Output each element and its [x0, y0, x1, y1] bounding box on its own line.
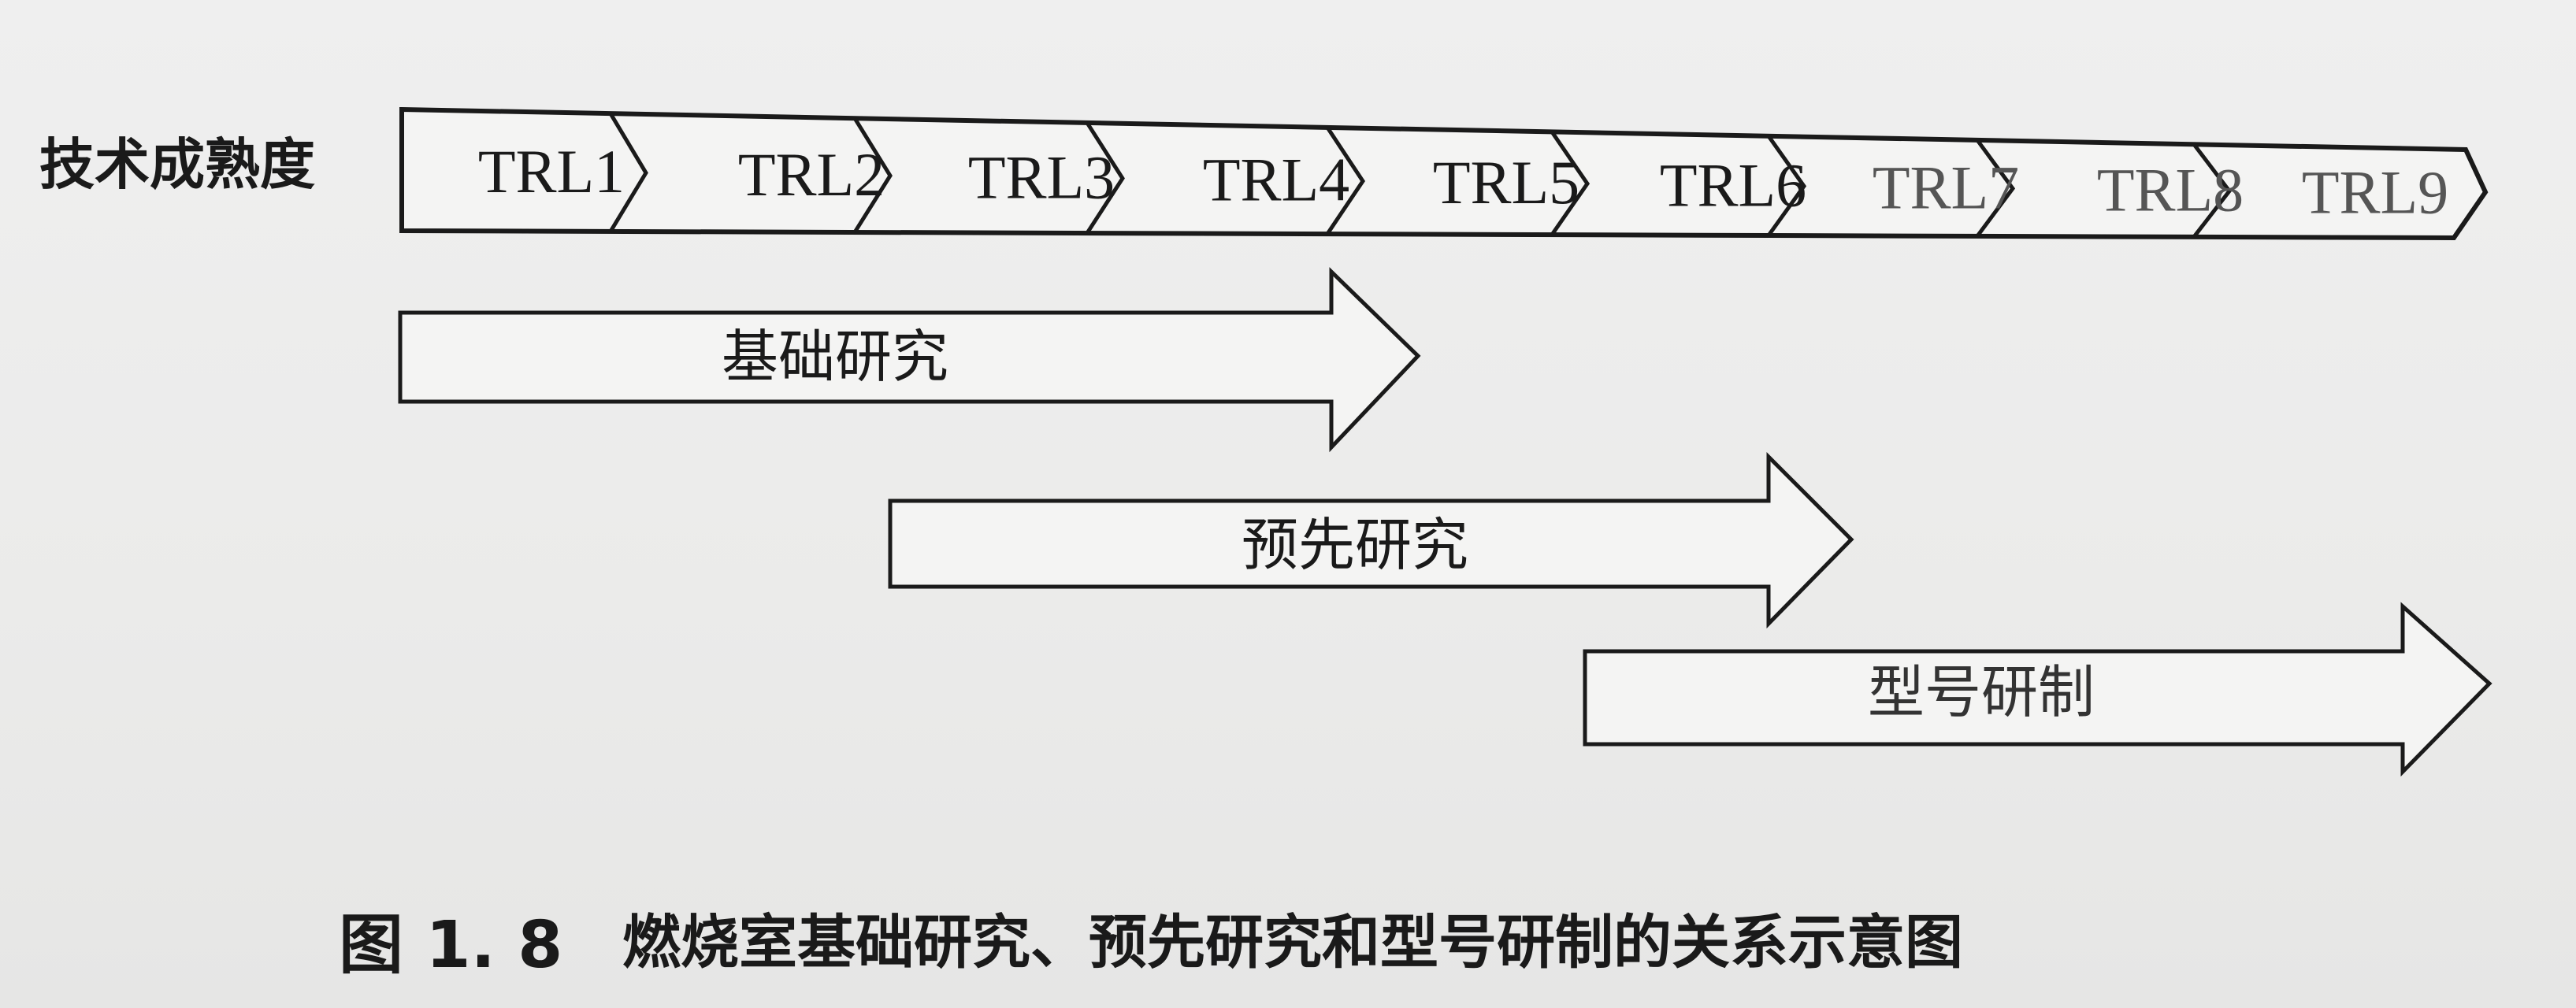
trl-level-label: TRL4	[1203, 146, 1349, 214]
model-development-label: 型号研制	[1868, 659, 2095, 725]
trl-chevron-divider	[1550, 131, 1591, 236]
figure-caption: 燃烧室基础研究、预先研究和型号研制的关系示意图	[622, 909, 1963, 976]
figure-number: 图 1. 8	[339, 908, 562, 983]
trl-label-group: TRL1 TRL2 TRL3 TRL4 TRL5 TRL6 TRL7 TRL8 TRL9	[478, 137, 2448, 227]
trl-level-label: TRL8	[2097, 156, 2244, 224]
basic-research-arrow	[398, 267, 1421, 453]
trl-level-label: TRL6	[1660, 150, 1806, 219]
trl-level-label: TRL5	[1433, 148, 1579, 217]
trl-level-label: TRL1	[478, 137, 625, 206]
trl-chevron-divider	[1085, 121, 1125, 235]
trl-chevron-divider	[608, 112, 648, 233]
trl-chevron-divider	[1325, 126, 1366, 235]
trl-level-label: TRL3	[968, 143, 1115, 211]
basic-research-label: 基础研究	[722, 324, 948, 390]
trl-level-label: TRL9	[2302, 158, 2448, 227]
trl-level-label: TRL2	[738, 140, 885, 209]
trl-row-label: 技术成熟度	[39, 132, 315, 197]
trl-chevron-divider	[1766, 135, 1807, 237]
pre-research-arrow	[888, 451, 1854, 629]
trl-level-label: TRL7	[1873, 153, 2019, 221]
pre-research-label: 预先研究	[1242, 512, 1468, 578]
trl-chevron-divider	[1975, 139, 2016, 238]
trl-chevron-group	[608, 112, 2233, 239]
model-development-arrow	[1583, 602, 2492, 777]
trl-strip-frame	[399, 106, 2489, 241]
trl-chevron-divider	[852, 117, 893, 234]
trl-chevron-divider	[2192, 143, 2233, 239]
